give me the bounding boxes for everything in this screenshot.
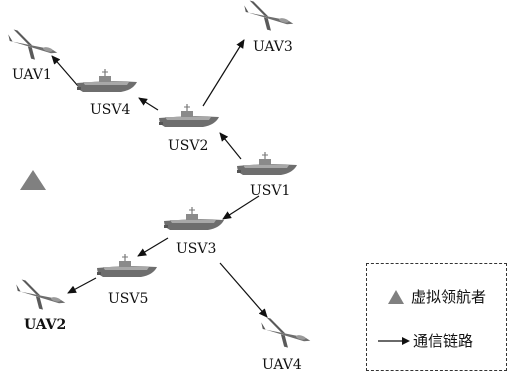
link-usv3-usv5 [138,238,168,256]
link-usv4-uav1 [52,56,78,86]
arrow-icon [377,335,411,347]
link-usv2-uav3 [203,40,244,106]
label-usv1: USV1 [250,184,290,198]
uav3-icon [240,0,296,35]
legend-virtual-leader: 虚拟领航者 [387,286,486,307]
link-usv5-uav2 [68,278,96,293]
usv5-icon [97,254,157,277]
label-uav3: UAV3 [253,40,293,54]
link-usv3-uav4 [220,263,267,317]
legend: 虚拟领航者 通信链路 [366,263,507,371]
label-uav2: UAV2 [24,318,66,332]
uav4-icon [257,317,313,353]
usv3-icon [164,207,224,230]
triangle-icon [387,289,405,305]
uav2-icon [12,279,68,315]
link-usv2-usv4 [139,98,158,110]
uav1-icon [4,29,60,65]
link-usv1-usv3 [223,196,259,219]
label-usv4: USV4 [90,103,130,117]
usv4-icon [77,69,137,92]
label-uav1: UAV1 [12,68,52,82]
label-usv5: USV5 [108,292,148,306]
usv2-icon [159,104,219,127]
comm-links [52,40,267,317]
legend-comm-link-label: 通信链路 [413,330,473,351]
legend-comm-link: 通信链路 [377,330,473,351]
label-usv2: USV2 [168,139,208,153]
link-usv1-usv2 [220,133,241,159]
label-uav4: UAV4 [262,358,302,372]
usv1-icon [237,152,297,175]
label-usv3: USV3 [176,242,216,256]
virtual-leader-triangle [20,170,46,190]
legend-virtual-leader-label: 虚拟领航者 [411,286,486,307]
